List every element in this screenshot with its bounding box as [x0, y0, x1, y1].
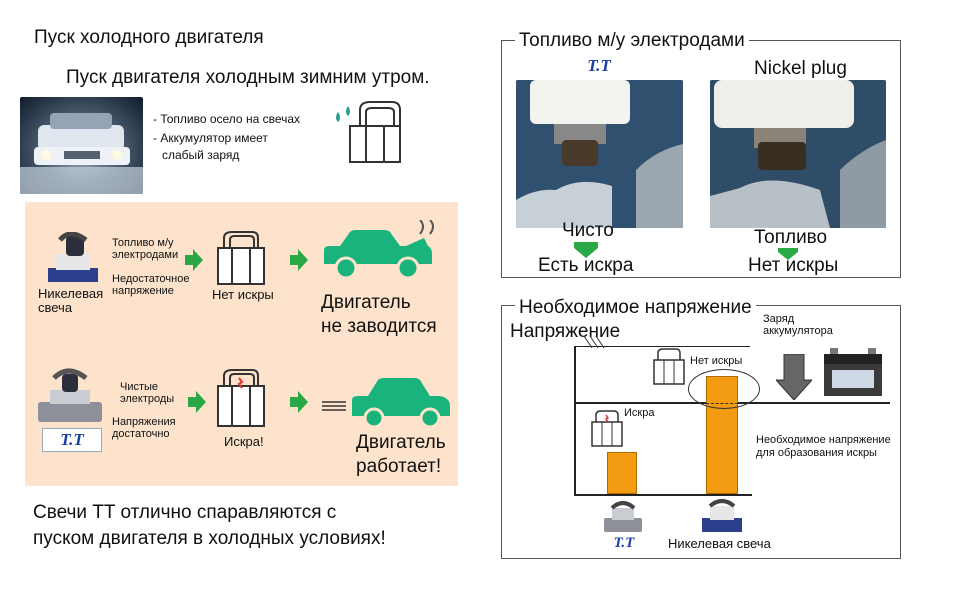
arrow-down-icon [574, 242, 598, 258]
tt-logo-text: T.T [613, 535, 635, 551]
nickel-plug-label-2: свеча [38, 300, 73, 315]
arrow-right-icon [185, 249, 203, 271]
spark-no-label: Нет искры [748, 255, 839, 276]
car-running-icon [322, 378, 450, 428]
note-fuel: - Топливо осело на свечах [153, 112, 301, 126]
fuel-panel-title: Топливо м/у электродами [515, 30, 749, 52]
winter-car-photo [20, 97, 143, 194]
voltage-axis [574, 346, 576, 494]
tt-logo: T.T [572, 56, 626, 76]
plug-spark-icon [591, 410, 623, 447]
engine-fail-line1: Двигатель [321, 292, 411, 313]
voltage-panel-title: Необходимое напряжение [515, 297, 756, 319]
baseline [574, 494, 752, 496]
plug-spark-icon [217, 369, 265, 427]
tt-electrode-photo [516, 80, 683, 228]
wet-plug-icon [336, 101, 401, 163]
plug-no-spark-icon [217, 231, 265, 285]
cond-clean: Чистые [120, 381, 159, 393]
tt-logo: T.T [600, 534, 648, 552]
cond-voltage-ok: Напряжения [112, 416, 176, 428]
axis-hatch [583, 336, 605, 349]
cond-fuel: Топливо м/у [112, 237, 174, 249]
note-battery-2: слабый заряд [162, 148, 240, 162]
tt-level-line [574, 346, 750, 347]
car-broken-icon [324, 220, 434, 280]
nickel-plug-title: Nickel plug [754, 58, 847, 79]
voltage-axis-label: Напряжение [510, 321, 621, 343]
conclusion-line1: Свечи TT отлично спаравляются с [33, 502, 337, 523]
nickel-plug-image [42, 231, 104, 284]
cond-voltage: Недостаточное [112, 273, 190, 285]
battery-label-2: аккумулятора [763, 325, 833, 337]
tt-required-bar [607, 452, 637, 494]
arrow-down-icon [778, 248, 798, 260]
engine-ok-line1: Двигатель [356, 432, 446, 453]
page-subtitle: Пуск двигателя холодным зимним утром. [66, 67, 430, 88]
nickel-plug-small-icon [702, 499, 742, 532]
tt-logo-text: T.T [60, 430, 84, 449]
highlight-ellipse [688, 369, 760, 409]
fuel-label: Топливо [754, 227, 828, 248]
nickel-plug-bottom-label: Никелевая свеча [668, 536, 771, 551]
plug-no-spark-icon [653, 348, 685, 385]
cond-fuel-2: электродами [112, 249, 179, 261]
no-spark-label: Нет искры [212, 287, 274, 302]
conclusion-line2: пуском двигателя в холодных условиях! [33, 528, 386, 549]
spark-yes-label: Есть искра [538, 255, 634, 276]
voltage-panel [501, 305, 901, 559]
cond-voltage-2: напряжение [112, 285, 174, 297]
down-arrow-icon [776, 354, 812, 400]
arrow-right-icon [188, 391, 206, 413]
no-spark-chart-label: Нет искры [690, 355, 743, 367]
cond-voltage-ok-2: достаточно [112, 428, 170, 440]
nickel-plug-label: Никелевая [38, 286, 104, 301]
arrow-right-icon [290, 249, 308, 271]
battery-icon [824, 348, 882, 396]
spark-chart-label: Искра [624, 407, 655, 419]
nickel-electrode-photo [710, 80, 886, 228]
required-voltage-text: Необходимое напряжение [756, 434, 891, 446]
engine-ok-line2: работает! [356, 456, 442, 477]
required-voltage-text-2: для образования искры [756, 447, 877, 459]
arrow-right-icon [290, 391, 308, 413]
tt-logo: T.T [42, 428, 102, 452]
tt-plug-small-icon [604, 501, 642, 532]
tt-logo-text: T.T [587, 56, 611, 75]
cond-clean-2: электроды [120, 393, 175, 405]
spark-label: Искра! [224, 434, 264, 449]
tt-plug-image [34, 368, 106, 424]
engine-fail-line2: не заводится [321, 316, 437, 337]
page-title: Пуск холодного двигателя [34, 27, 264, 48]
battery-label: Заряд [763, 313, 795, 325]
note-battery: - Аккумулятор имеет [153, 131, 268, 145]
clean-label: Чисто [562, 220, 614, 241]
